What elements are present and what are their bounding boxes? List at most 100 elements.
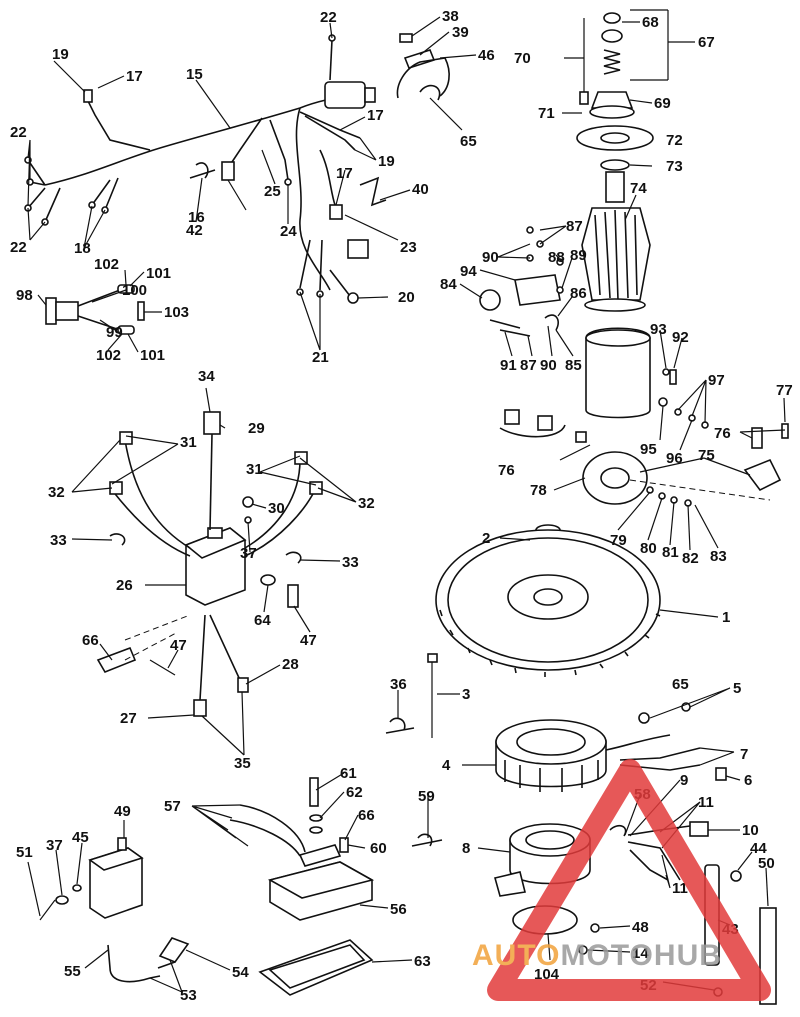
callout-76a: 76 [498,462,515,479]
watermark: AUTOMOTOHUB [472,759,771,1001]
callout-3: 3 [462,686,470,703]
module-assembly [229,777,443,996]
callout-81: 81 [662,544,679,561]
callout-22b: 22 [10,124,27,141]
callout-36: 36 [390,676,407,693]
power-pack [96,411,323,717]
callout-37a: 37 [240,545,257,562]
leader-lines [27,9,786,993]
callout-76b: 76 [714,425,731,442]
watermark-part-moto: MOTO [560,939,653,972]
callout-87b: 87 [520,357,537,374]
callout-8: 8 [462,840,470,857]
callout-17b: 17 [367,107,384,124]
callout-57: 57 [164,798,181,815]
callout-32b: 32 [358,495,375,512]
callout-51: 51 [16,844,33,861]
callout-32a: 32 [48,484,65,501]
callout-45: 45 [72,829,89,846]
callout-73: 73 [666,158,683,175]
callout-17a: 17 [126,68,143,85]
callout-90a: 90 [482,249,499,266]
callout-24: 24 [280,223,297,240]
callout-2: 2 [482,530,490,547]
callout-9: 9 [680,772,688,789]
callout-85: 85 [565,357,582,374]
callout-1: 1 [722,609,730,626]
ignition-coil [39,837,190,983]
callout-22a: 22 [320,9,337,26]
callout-82: 82 [682,550,699,567]
callout-88: 88 [548,249,565,266]
callout-87a: 87 [566,218,583,235]
callout-61: 61 [340,765,357,782]
callout-25: 25 [264,183,281,200]
flywheel [435,524,661,677]
callout-66a: 66 [82,632,99,649]
callout-35: 35 [234,755,251,772]
callout-91: 91 [500,357,517,374]
callout-65b: 65 [672,676,689,693]
callout-11a: 11 [698,794,714,811]
callout-96: 96 [666,450,683,467]
callout-labels: 1 2 3 4 5 6 7 8 9 10 11 11 14 15 16 17 1… [10,8,793,1004]
callout-99: 99 [106,324,123,341]
callout-28: 28 [282,656,299,673]
callout-39: 39 [452,24,469,41]
callout-31b: 31 [246,461,263,478]
svg-text:AUTOMOTOHUB: AUTOMOTOHUB [472,939,722,972]
callout-94: 94 [460,263,477,280]
callout-56: 56 [390,901,407,918]
callout-70: 70 [514,50,531,67]
callout-100: 100 [122,282,147,299]
callout-38: 38 [442,8,459,25]
callout-80: 80 [640,540,657,557]
callout-31a: 31 [180,434,197,451]
watermark-triangle-icon [487,759,771,1001]
callout-102a: 102 [94,256,119,273]
callout-21: 21 [312,349,329,366]
callout-6: 6 [744,772,752,789]
callout-22c: 22 [10,239,27,256]
callout-46: 46 [478,47,495,64]
callout-89: 89 [570,247,587,264]
stator [385,653,727,792]
callout-53: 53 [180,987,197,1004]
part-drawings [24,12,789,1005]
callout-55: 55 [64,963,81,980]
callout-29: 29 [248,420,265,437]
callout-37b: 37 [46,837,63,854]
callout-95: 95 [640,441,657,458]
callout-69: 69 [654,95,671,112]
callout-84: 84 [440,276,457,293]
callout-14: 14 [632,945,649,962]
callout-98: 98 [16,287,33,304]
callout-16: 16 [188,209,205,226]
callout-33a: 33 [50,532,67,549]
callout-97: 97 [708,372,725,389]
callout-42: 42 [186,222,203,239]
callout-60: 60 [370,840,387,857]
callout-44: 44 [750,840,767,857]
callout-40: 40 [412,181,429,198]
callout-30: 30 [268,500,285,517]
callout-101b: 101 [140,347,165,364]
callout-54: 54 [232,964,249,981]
callout-4: 4 [442,757,451,774]
callout-78: 78 [530,482,547,499]
callout-65a: 65 [460,133,477,150]
watermark-part-hub: HUB [654,939,722,972]
starter-end-cap [499,409,789,507]
callout-102b: 102 [96,347,121,364]
callout-50: 50 [758,855,775,872]
callout-47a: 47 [300,632,317,649]
callout-104: 104 [534,966,560,983]
callout-27: 27 [120,710,137,727]
callout-86: 86 [570,285,587,302]
callout-71: 71 [538,105,555,122]
callout-93: 93 [650,321,667,338]
callout-75: 75 [698,447,715,464]
callout-90b: 90 [540,357,557,374]
callout-34: 34 [198,368,215,385]
callout-92: 92 [672,329,689,346]
